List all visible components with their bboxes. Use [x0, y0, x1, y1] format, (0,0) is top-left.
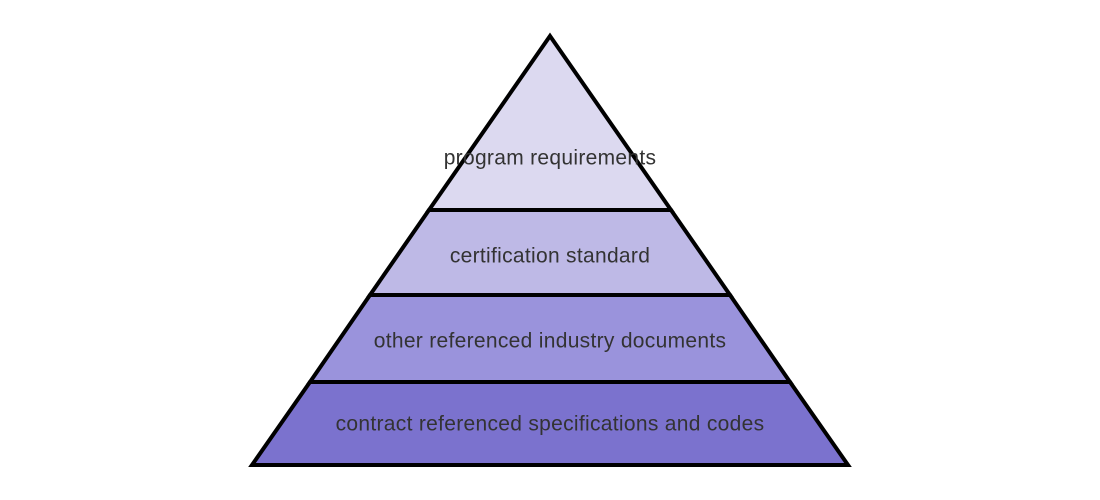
pyramid-tier-1-label: program requirements [443, 146, 657, 170]
pyramid-tier-3-label: other referenced industry documents [373, 329, 727, 353]
pyramid-tier-4-shape [248, 380, 852, 467]
pyramid-tier-4-label: contract referenced specifications and c… [335, 412, 765, 436]
pyramid-tier-2-label: certification standard [449, 244, 651, 268]
pyramid-tier-1-shape [425, 32, 675, 212]
